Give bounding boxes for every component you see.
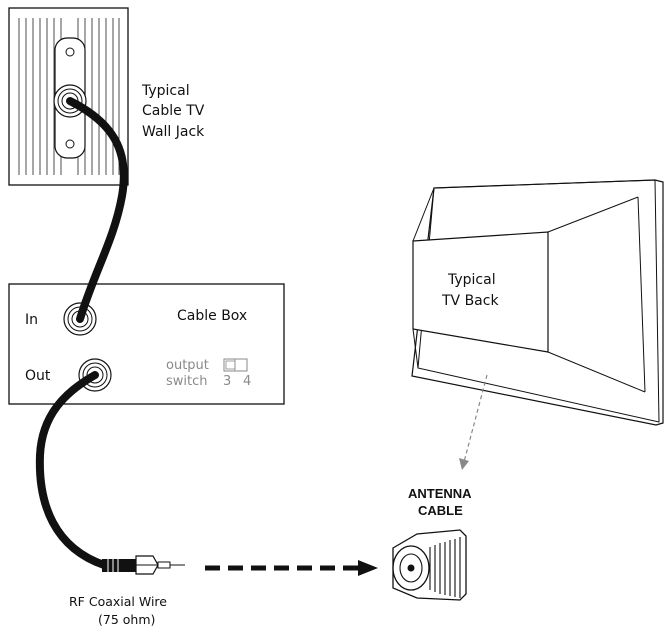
- tv-leader-arrow: [459, 374, 488, 470]
- connection-arrow: [205, 560, 378, 576]
- rf-wire-label: RF Coaxial Wire (75 ohm): [69, 594, 171, 627]
- switch-label-switch: switch: [166, 374, 208, 389]
- switch-position-3: 3: [223, 374, 231, 389]
- tv-back: [411, 179, 664, 426]
- f-connector: [102, 555, 185, 575]
- antenna-label: ANTENNA CABLE: [408, 486, 475, 518]
- switch-label-output: output: [166, 358, 209, 373]
- rf-coaxial-wire: [35, 371, 108, 569]
- in-label: In: [25, 312, 38, 328]
- cable-box-title: Cable Box: [177, 308, 247, 324]
- cable-box: [8, 283, 285, 405]
- antenna-input-jack[interactable]: [392, 529, 467, 601]
- output-switch-icon[interactable]: [223, 358, 248, 372]
- switch-position-4: 4: [243, 374, 251, 389]
- wall-jack-label: Typical Cable TV Wall Jack: [141, 83, 209, 140]
- wall-jack: [8, 7, 129, 186]
- out-label: Out: [25, 368, 51, 384]
- tv-label: Typical TV Back: [441, 272, 500, 309]
- jack-to-in-cable: [66, 97, 128, 323]
